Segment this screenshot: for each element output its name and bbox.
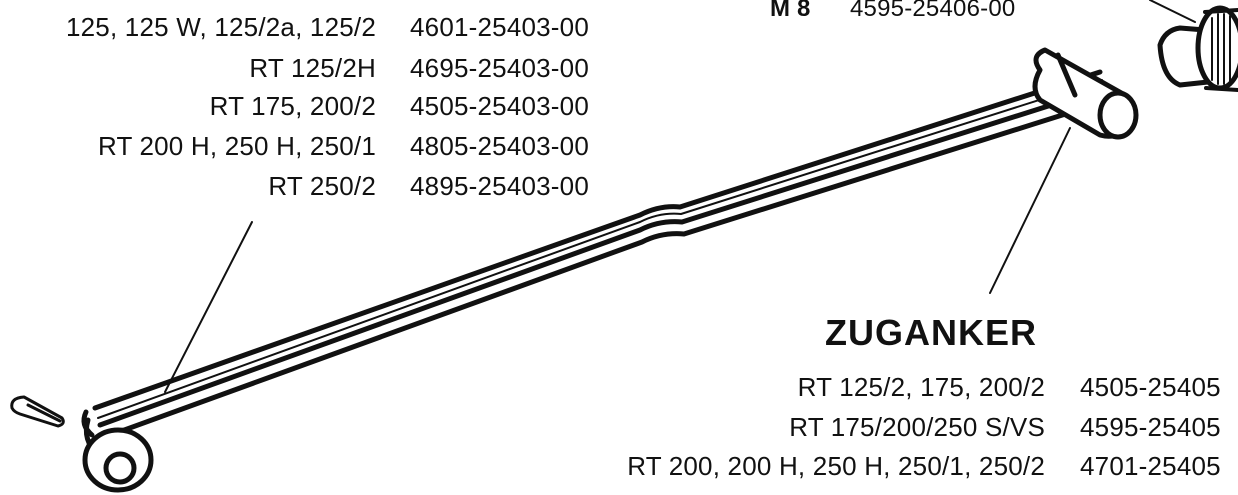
rod-row-1-models: 125, 125 W, 125/2a, 125/2 [65,12,376,42]
rod-row-2-part-number: 4695-25403-00 [410,53,589,83]
zuganker-row-1-models: RT 125/2, 175, 200/2 [797,372,1045,402]
zuganker-row-3-models: RT 200, 200 H, 250 H, 250/1, 250/2 [627,451,1045,481]
leader-line-knob [1149,0,1196,23]
adjuster-knob [1157,5,1238,92]
rod-row-1-part-number: 4601-25403-00 [410,12,589,42]
rod-row-4-part-number: 4805-25403-00 [410,131,589,161]
zuganker-row-2-part-number: 4595-25405 [1080,412,1221,442]
rod-row-4-models: RT 200 H, 250 H, 250/1 [97,131,376,161]
rod-row-3-models: RT 175, 200/2 [209,91,376,121]
rod-body [92,69,1113,440]
cotter-pin [10,395,65,428]
zuganker-row-2-models: RT 175/200/250 S/VS [789,412,1045,442]
zuganker-row-1-part-number: 4505-25405 [1080,372,1221,402]
knob-size-label: M 8 [770,0,811,22]
rod-row-5-models: RT 250/2 [268,171,376,201]
t-block [1032,47,1139,140]
rod-row-2-models: RT 125/2H [249,53,376,83]
rod-row-3-part-number: 4505-25403-00 [410,91,589,121]
rod-row-5-part-number: 4895-25403-00 [410,171,589,201]
knob-part-number: 4595-25406-00 [850,0,1016,22]
leader-line-rod [164,221,253,393]
zuganker-row-3-part-number: 4701-25405 [1080,451,1221,481]
rod-eye-end [81,409,154,493]
leader-line-zuganker [989,127,1071,294]
zuganker-heading: ZUGANKER [825,312,1037,353]
